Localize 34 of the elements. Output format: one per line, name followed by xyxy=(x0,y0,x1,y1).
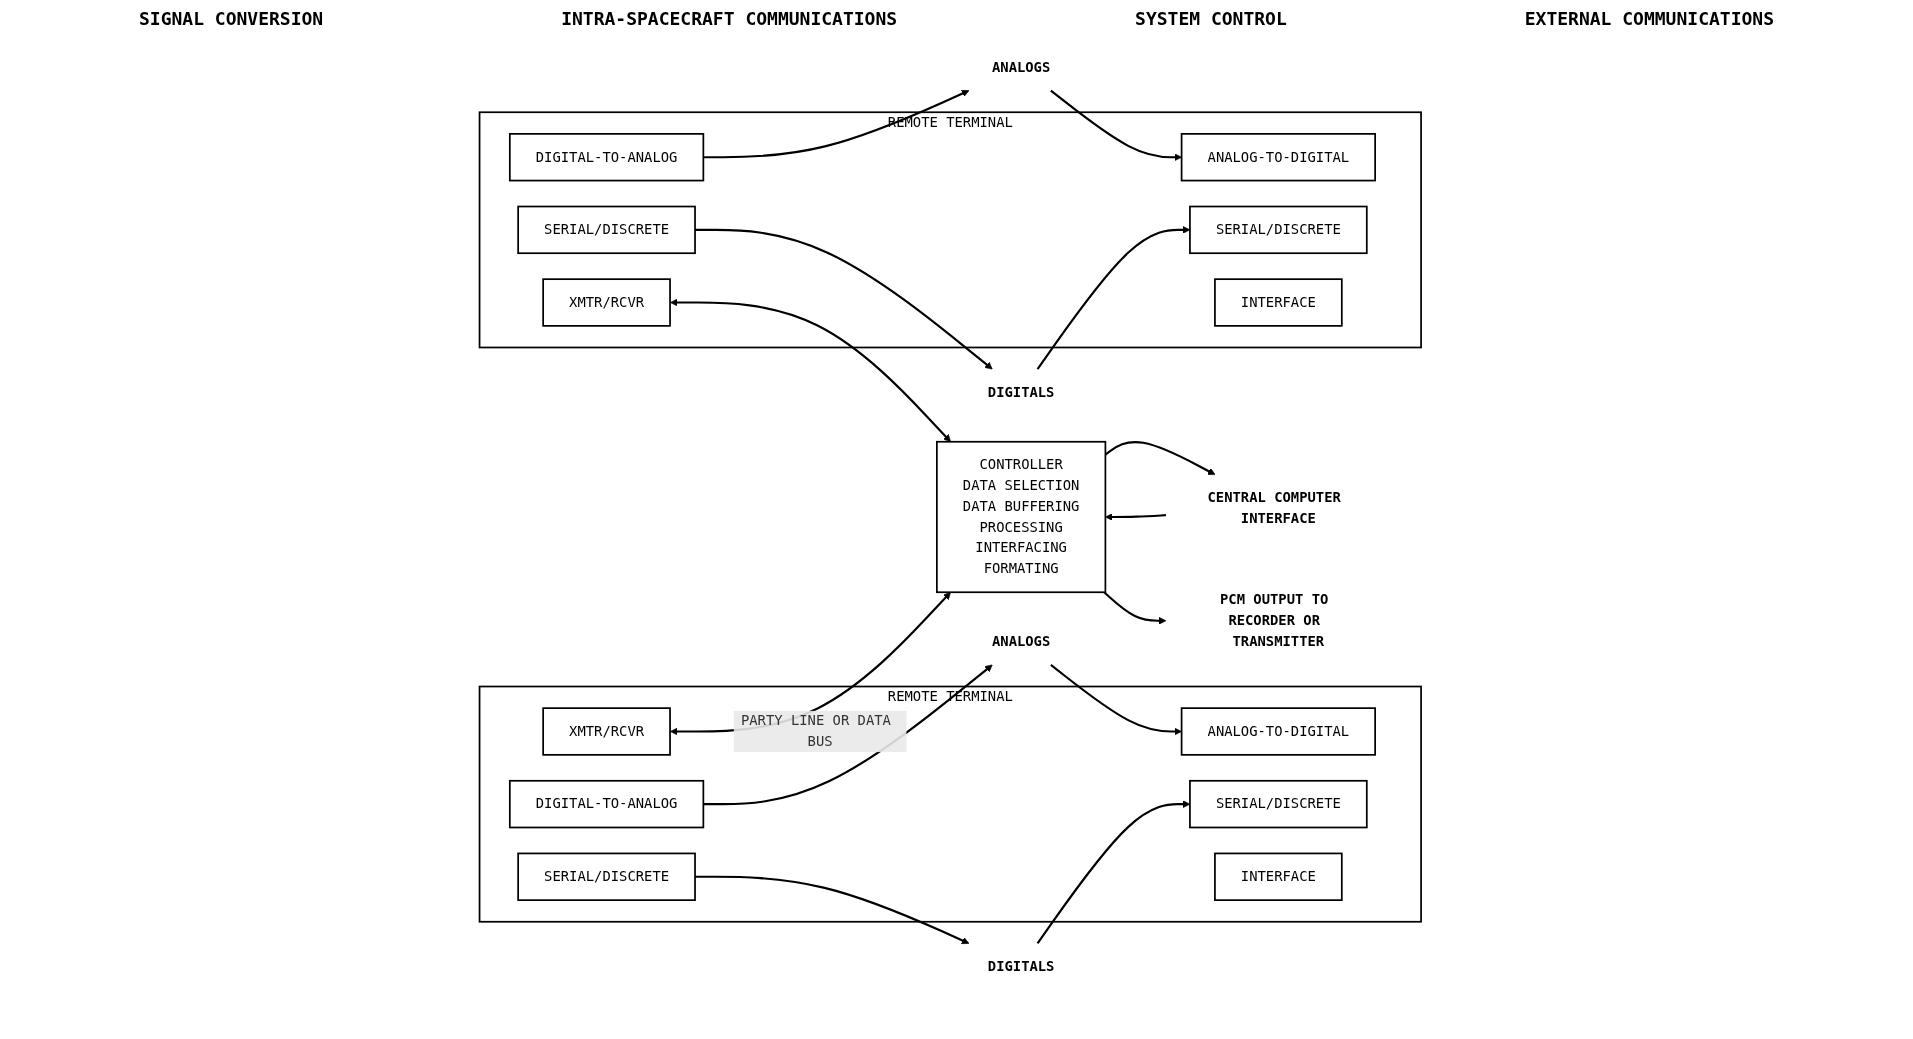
arrow xyxy=(1103,591,1166,625)
node-box: INTERFACE xyxy=(1213,278,1343,327)
node-box: XMTR/RCVR xyxy=(541,707,671,756)
node-box: DIGITAL-TO-ANALOG xyxy=(508,133,704,182)
arrow xyxy=(669,298,951,443)
column-heading: SYSTEM CONTROL xyxy=(1135,8,1287,29)
node-box: SERIAL/DISCRETE xyxy=(1188,779,1368,829)
edge-label: PARTY LINE OR DATA BUS xyxy=(740,712,891,750)
column-heading: EXTERNAL COMMUNICATIONS xyxy=(1524,8,1774,29)
node-box: DIGITAL-TO-ANALOG xyxy=(508,779,704,829)
arrow xyxy=(1049,89,1182,161)
arrow xyxy=(1036,226,1190,370)
node-text: ANALOGS xyxy=(991,632,1050,650)
node-text: DIGITALS xyxy=(987,958,1055,975)
arrow xyxy=(703,664,993,806)
node-box: SERIAL/DISCRETE xyxy=(516,852,696,901)
arrow xyxy=(1036,800,1190,944)
node-box: SERIAL/DISCRETE xyxy=(516,205,696,255)
column-heading: SIGNAL CONVERSION xyxy=(138,8,324,29)
node-text: ANALOGS xyxy=(991,58,1050,76)
node-box: XMTR/RCVR xyxy=(541,278,671,327)
node-text: PCM OUTPUT TO RECORDER OR TRANSMITTER xyxy=(1219,591,1329,650)
arrow xyxy=(703,89,969,159)
node-box: ANALOG-TO-DIGITAL xyxy=(1180,707,1376,756)
node-box: INTERFACE xyxy=(1213,852,1343,901)
node-box: ANALOG-TO-DIGITAL xyxy=(1180,133,1376,182)
node-box: CONTROLLER DATA SELECTION DATA BUFFERING PROCESSING INTERFACING FORMATING xyxy=(935,440,1106,594)
arrow xyxy=(694,228,993,370)
node-text: CENTRAL COMPUTER INTERFACE xyxy=(1207,489,1341,527)
column-heading: INTRA-SPACECRAFT COMMUNICATIONS xyxy=(561,8,898,29)
arrow xyxy=(694,875,969,945)
node-text: DIGITALS xyxy=(987,383,1055,401)
arrow xyxy=(1049,664,1182,736)
node-box: SERIAL/DISCRETE xyxy=(1188,205,1368,255)
